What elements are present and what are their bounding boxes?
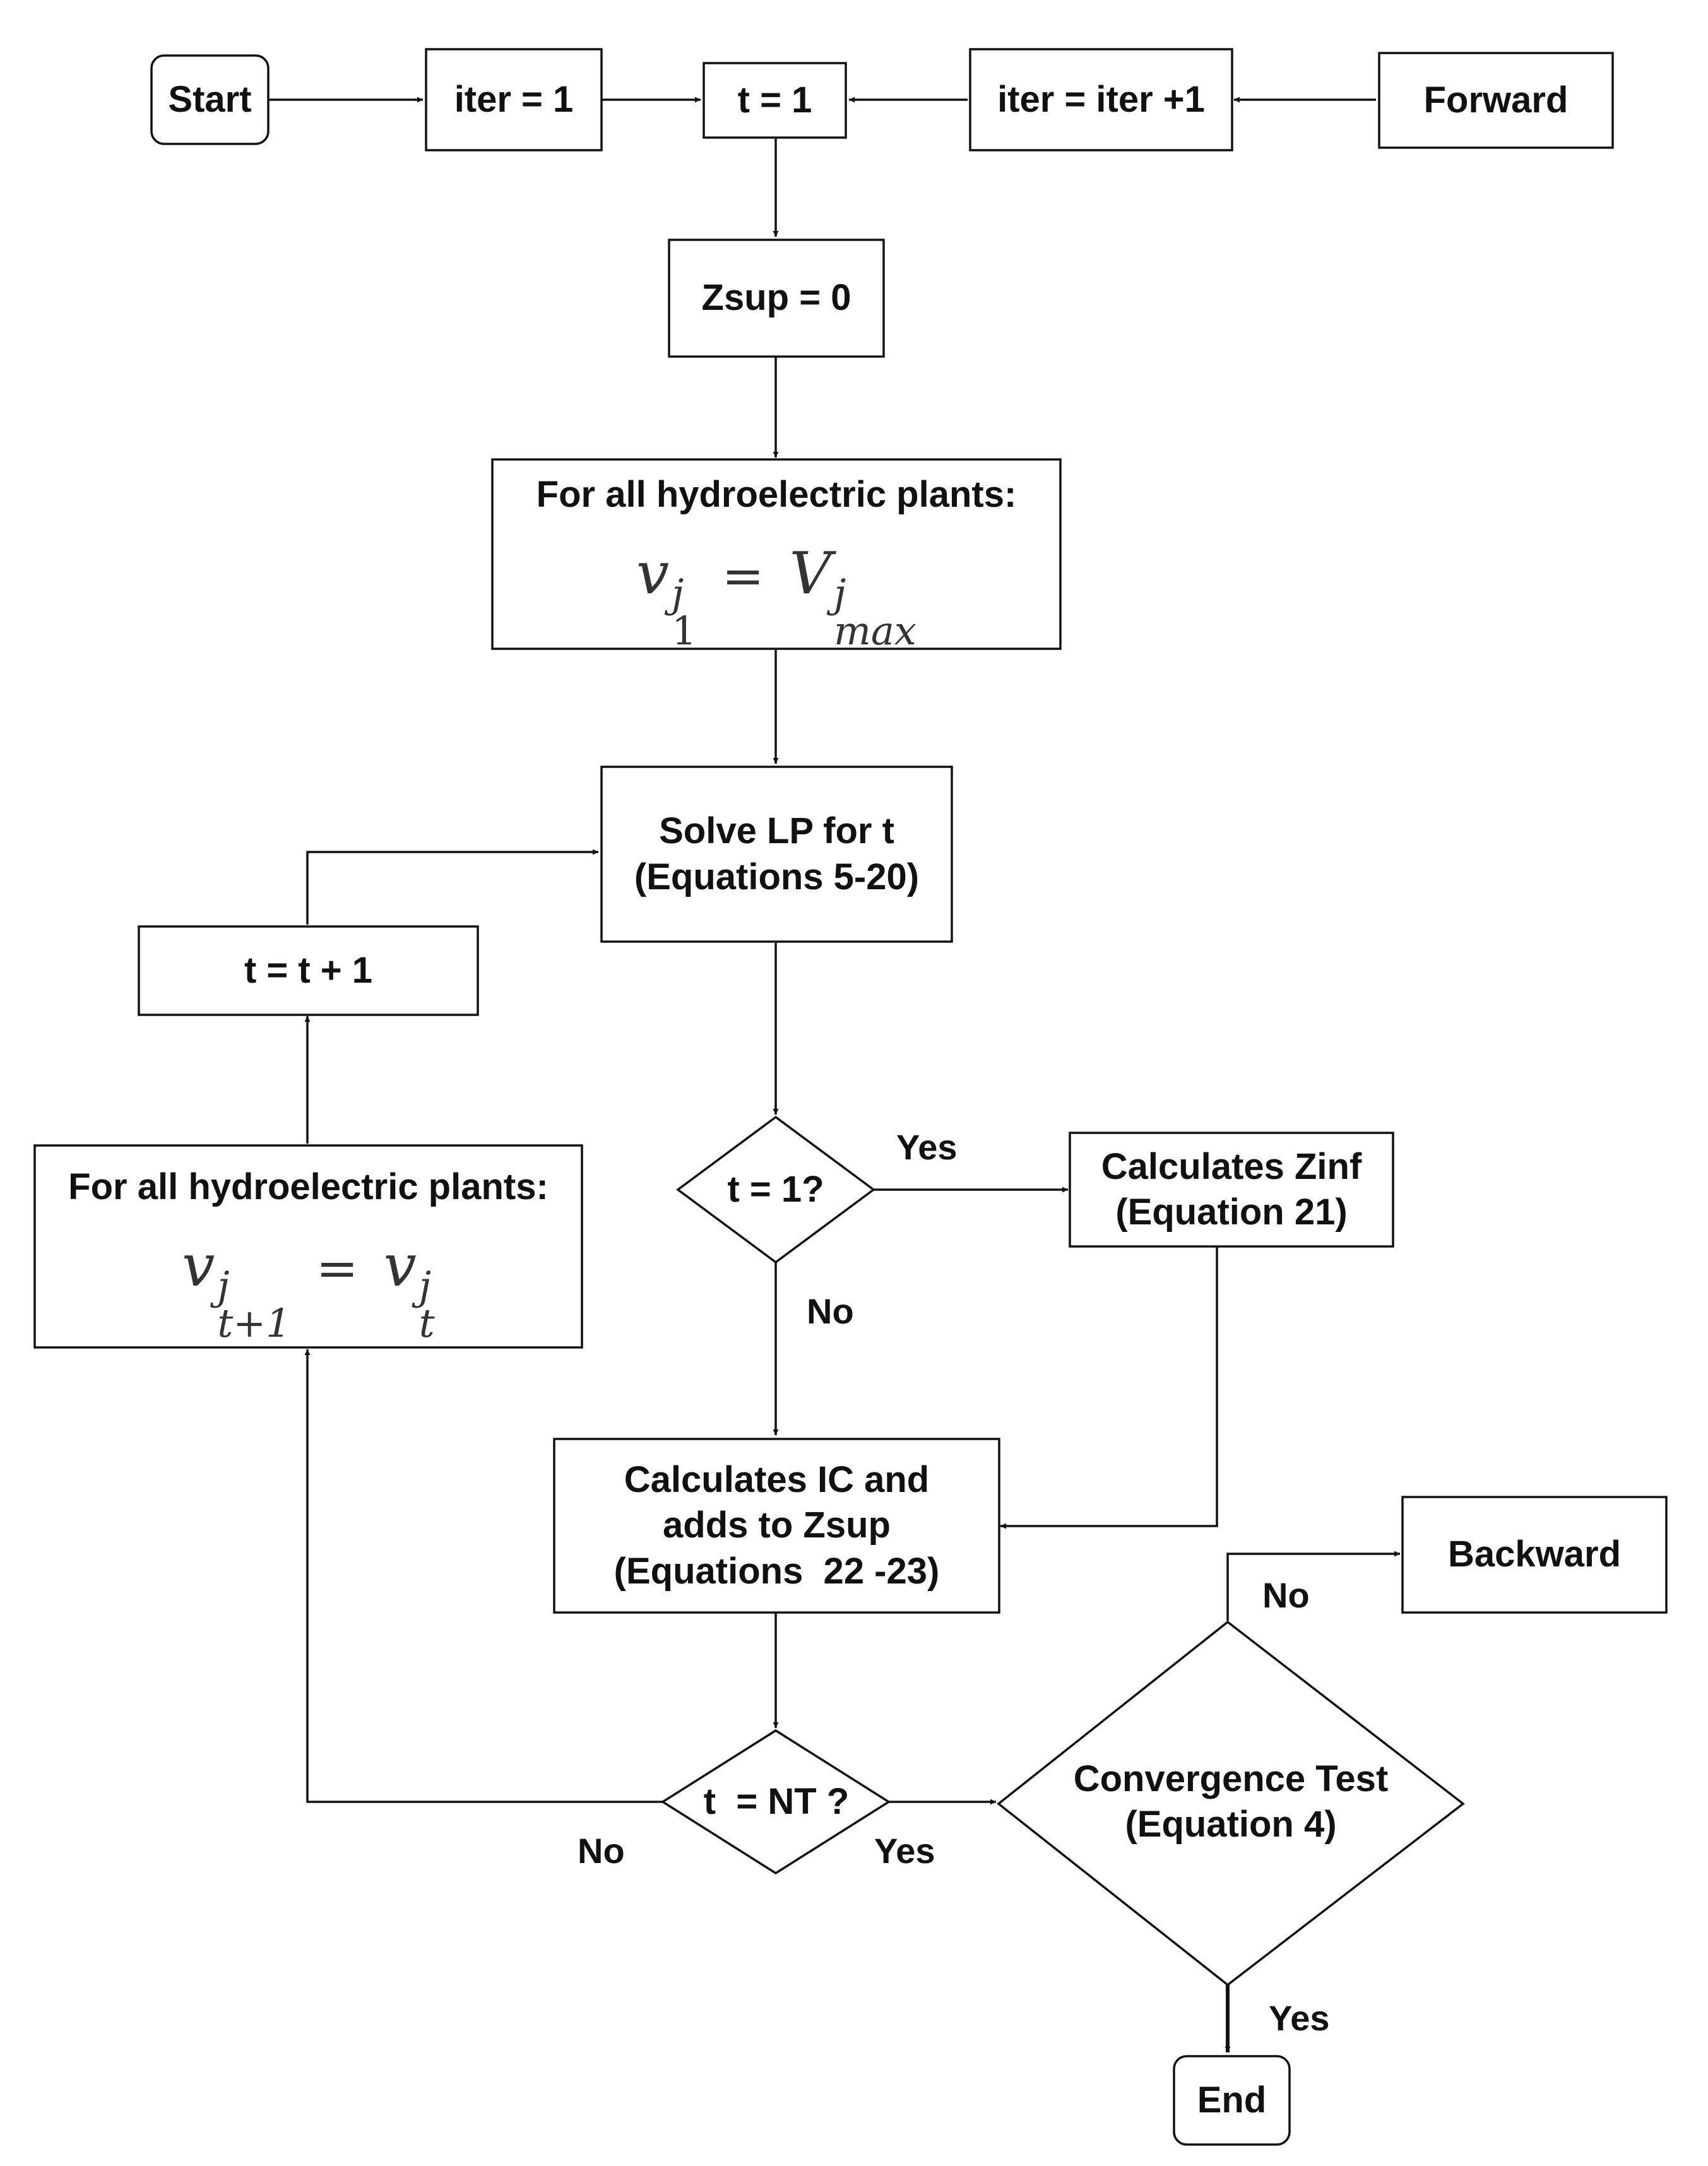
formula-lhs-scripts: j 1 [672,570,697,654]
iter-init-box [425,48,603,151]
decision-t1-label: t = 1? [727,1168,824,1210]
iter-incr-label: iter = iter +1 [997,78,1205,120]
decision-nt-label: t = NT ? [703,1780,850,1822]
formula-rhs-sup: j [418,1262,431,1309]
solve-lp-label: Solve LP for t (Equations 5-20) [602,767,952,942]
formula-lhs-base: v [182,1231,215,1299]
solve-lp-line2: (Equations 5-20) [634,856,920,897]
init-volumes-content: For all hydroelectric plants: v j 1 = V … [492,459,1060,650]
calc-ic-line3: (Equations 22 -23) [614,1550,940,1592]
zsup-init-label: Zsup = 0 [701,277,851,319]
edge-label-convergence-no: No [1262,1575,1310,1615]
edge-label-nt-yes: Yes [874,1831,935,1871]
solve-lp-line1: Solve LP for t [659,810,894,851]
formula-lhs-sub: t+1 [217,1299,291,1346]
formula-equals: = [721,546,764,605]
arrow-t-incr-to-solve [306,849,598,925]
formula-rhs-scripts: j max [834,570,916,654]
flow-shapes [33,48,1668,2146]
solve-lp-box [600,766,953,943]
carry-volumes-box [33,1144,583,1349]
t-init-label: t = 1 [737,79,812,121]
carry-volumes-formula: v j t+1 = v j t [182,1229,434,1342]
init-volumes-heading: For all hydroelectric plants: [536,474,1017,516]
formula-lhs-scripts: j t+1 [217,1262,291,1346]
formula-rhs-base: V [789,539,832,607]
edge-label-t1-no: No [807,1291,854,1331]
calc-zinf-box [1069,1132,1394,1248]
calc-zinf-label: Calculates Zinf (Equation 21) [1070,1133,1393,1246]
zsup-init-box [668,239,885,358]
init-volumes-box [491,458,1062,650]
arrow-decision-nt-no-to-carry [304,1349,663,1803]
calc-ic-box [553,1438,1000,1614]
formula-rhs-scripts: j t [418,1262,435,1346]
iter-init-label: iter = 1 [454,78,574,120]
edge-label-nt-no: No [578,1831,625,1871]
carry-volumes-heading: For all hydroelectric plants: [68,1166,549,1208]
formula-rhs-base: v [383,1231,417,1299]
decision-nt-diamond [660,1729,891,1875]
decision-t1-diamond [676,1115,875,1264]
edge-label-t1-yes: Yes [896,1127,958,1167]
convergence-label: Convergence Test (Equation 4) [1041,1742,1420,1862]
init-volumes-formula: v j 1 = V j max [636,537,916,650]
formula-lhs-sup: j [217,1262,230,1309]
formula-equals: = [316,1238,359,1298]
carry-volumes-content: For all hydroelectric plants: v j t+1 = … [35,1145,582,1347]
end-label: End [1197,2079,1267,2121]
formula-rhs-sub: t [418,1299,435,1346]
forward-label: Forward [1423,79,1569,121]
convergence-line2: (Equation 4) [1125,1804,1337,1845]
backward-box [1401,1496,1668,1614]
end-terminal [1173,2055,1291,2146]
t-incr-box [138,925,479,1016]
calc-ic-label: Calculates IC and adds to Zsup (Equation… [554,1439,999,1613]
convergence-line1: Convergence Test [1073,1758,1389,1799]
convergence-diamond [997,1620,1465,1987]
calc-zinf-line1: Calculates Zinf [1101,1145,1362,1187]
start-terminal [150,54,270,145]
flow-connectors [268,97,1400,2052]
t-incr-label: t = t + 1 [244,949,373,991]
edge-label-convergence-yes: Yes [1269,1998,1330,2038]
formula-rhs-sup: j [834,570,846,617]
t-init-box [703,62,847,139]
arrow-convergence-no-to-backward [1226,1551,1400,1621]
arrow-zinf-to-ic [1000,1246,1218,1529]
formula-lhs-sub: 1 [672,607,697,654]
start-label: Start [168,78,252,120]
calc-ic-line1: Calculates IC and [624,1459,930,1500]
formula-rhs-sub: max [834,607,916,654]
calc-ic-line2: adds to Zsup [663,1505,891,1546]
formula-lhs-base: v [636,539,670,607]
calc-zinf-line2: (Equation 21) [1115,1192,1348,1233]
forward-box [1378,52,1614,149]
iter-incr-box [969,48,1233,151]
backward-label: Backward [1447,1534,1622,1575]
formula-lhs-sup: j [672,570,684,617]
